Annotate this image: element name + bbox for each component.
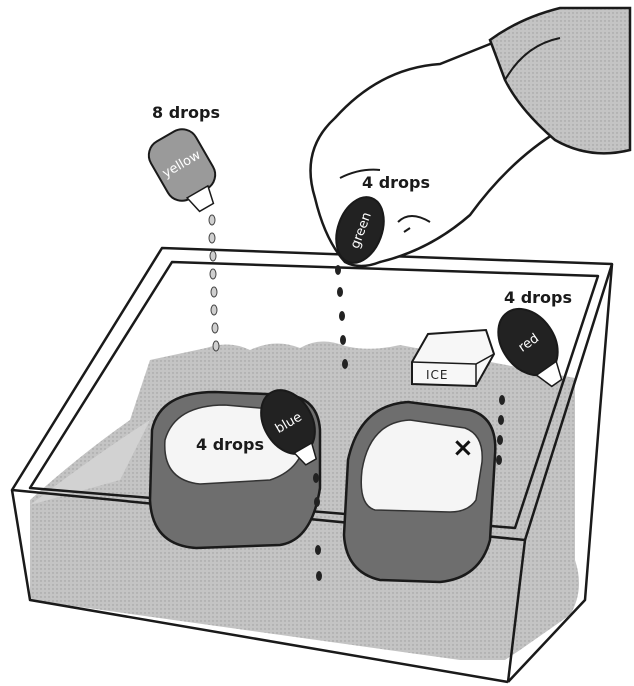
green-drops-label: 4 drops xyxy=(362,173,430,192)
yellow-bottle: yellow xyxy=(143,123,229,220)
yellow-drops xyxy=(209,215,219,351)
yellow-drops-label: 8 drops xyxy=(152,103,220,122)
ice-label: ICE xyxy=(426,368,449,382)
cup-right: × xyxy=(344,402,495,582)
ice-cube: ICE xyxy=(412,330,494,386)
blue-drops-label: 4 drops xyxy=(196,435,264,454)
x-mark: × xyxy=(452,433,474,463)
red-drops-label: 4 drops xyxy=(504,288,572,307)
